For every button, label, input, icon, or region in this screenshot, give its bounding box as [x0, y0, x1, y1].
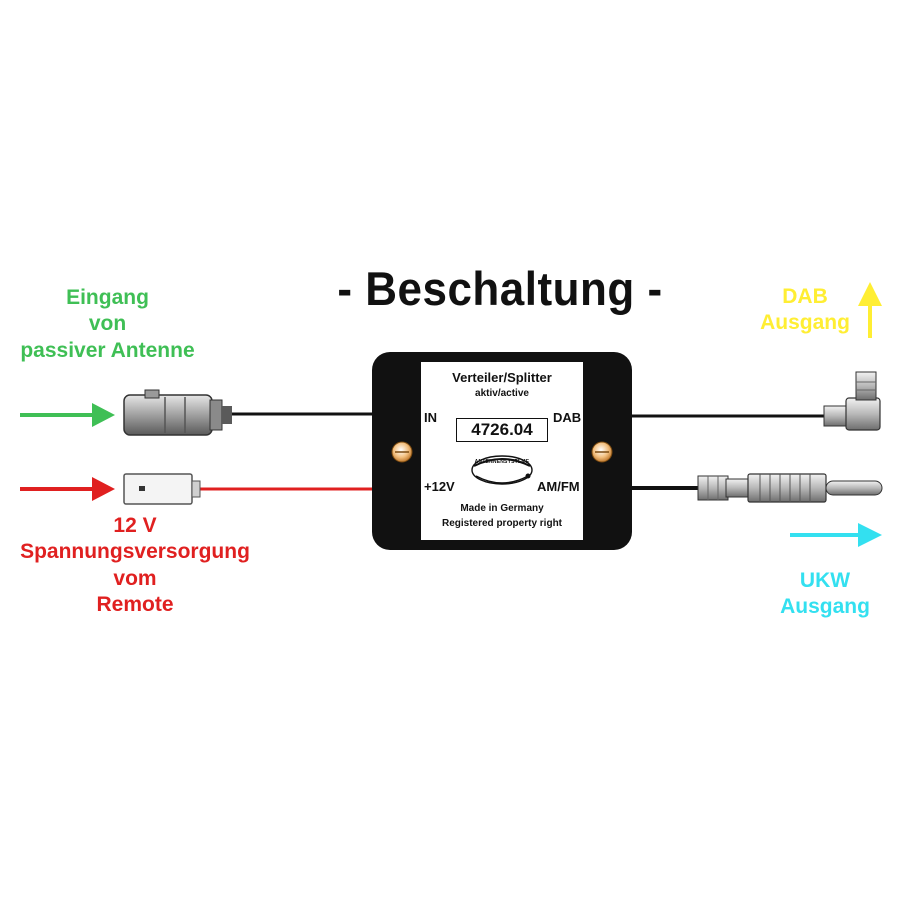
amfm-plug-icon — [697, 473, 883, 503]
ukw-output-label: UKW Ausgang — [760, 568, 890, 621]
model-number: 4726.04 — [456, 418, 548, 442]
power-label-line: Spannungsversorgung — [20, 540, 250, 564]
port-power-label: +12V — [424, 479, 455, 494]
property-text: Registered property right — [441, 518, 563, 529]
made-in-text: Made in Germany — [460, 503, 544, 514]
input-label: Eingang von passiver Antenne — [0, 285, 215, 364]
antennensysteme-logo — [471, 455, 533, 485]
power-label: 12 V Spannungsversorgung vom Remote — [0, 513, 270, 618]
power-label-line: 12 V — [113, 514, 157, 537]
ukw-output-label-line: UKW — [799, 569, 851, 592]
dab-connector-icon — [823, 371, 881, 431]
splitter-box — [372, 352, 632, 550]
port-dab-label: DAB — [553, 410, 582, 425]
device-subtitle: aktiv/active — [475, 388, 529, 399]
power-label-line: Remote — [96, 592, 174, 616]
device-name: Verteiler/Splitter — [452, 370, 552, 385]
input-label-line: Eingang — [66, 286, 149, 309]
input-label-line: passiver Antenne — [20, 338, 195, 362]
dab-arrow-icon — [858, 282, 882, 338]
port-amfm-label: AM/FM — [537, 479, 580, 494]
power-arrow-icon — [20, 477, 115, 501]
dab-output-label-line: Ausgang — [760, 311, 850, 335]
dab-output-label: DAB Ausgang — [745, 284, 865, 337]
brand-name: ANTENNENSYSTEME — [474, 459, 530, 465]
ukw-output-label-line: Ausgang — [780, 595, 870, 619]
input-connector-icon — [123, 389, 232, 436]
page-title: - Beschaltung - — [337, 263, 663, 316]
ukw-arrow-icon — [790, 523, 882, 547]
input-label-line: von — [88, 312, 127, 336]
port-in-label: IN — [424, 410, 437, 425]
dab-output-label-line: DAB — [782, 285, 828, 308]
power-label-line: vom — [113, 566, 157, 590]
power-plug-icon — [123, 473, 201, 505]
input-arrow-icon — [20, 403, 115, 427]
